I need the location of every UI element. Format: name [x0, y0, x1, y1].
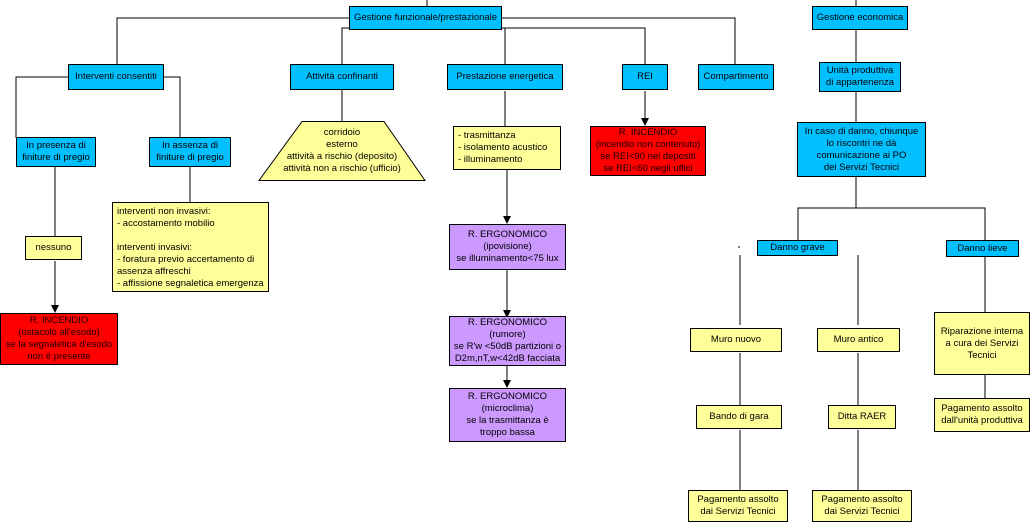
- node-muro-nuovo: Muro nuovo: [690, 328, 782, 352]
- connector-line: [500, 27, 646, 64]
- connector-line: [855, 176, 986, 240]
- node-ditta: Ditta RAER: [828, 405, 896, 429]
- node-gestione-economica: Gestione economica: [812, 6, 908, 30]
- node-ergo-microclima: R. ERGONOMICO (microclima) se la trasmit…: [449, 388, 566, 442]
- node-corridoio: corridoio esterno attività a rischio (de…: [258, 121, 426, 181]
- node-rei: REI: [622, 64, 668, 90]
- node-ergo-ipovisione: R. ERGONOMICO (ipovisione) se illuminame…: [449, 224, 566, 270]
- node-unita-produttiva: Unità produttiva di appartenenza: [819, 62, 901, 92]
- node-ergo-rumore: R. ERGONOMICO (rumore) se R'w <50dB part…: [449, 316, 566, 366]
- node-in-assenza: In assenza di finiture di pregio: [149, 137, 231, 167]
- node-pagamento-st-2: Pagamento assolto dai Servizi Tecnici: [812, 490, 912, 522]
- connector-line: [500, 17, 736, 64]
- arrowhead: [51, 305, 59, 313]
- connector-line: [341, 27, 350, 64]
- node-attivita-confinanti: Attività confinanti: [290, 64, 394, 90]
- node-compartimento: Compartimento: [698, 64, 774, 90]
- node-trasmittanza-list: - trasmittanza - isolamento acustico - i…: [453, 126, 561, 170]
- node-pagamento-unita: Pagamento assolto dall'unità produttiva: [934, 398, 1030, 432]
- node-danno-lieve: Danno lieve: [946, 240, 1019, 257]
- node-prestazione-energetica: Prestazione energetica: [447, 64, 563, 90]
- node-muro-antico: Muro antico: [817, 328, 900, 352]
- arrowhead: [503, 310, 511, 318]
- node-gestione-funzionale: Gestione funzionale/prestazionale: [349, 6, 502, 30]
- trapezoid-shape: [258, 121, 426, 181]
- arrowhead: [641, 118, 649, 126]
- connector-line: [15, 76, 70, 138]
- node-pagamento-st-1: Pagamento assolto dai Servizi Tecnici: [688, 490, 788, 522]
- node-interventi-consentiti: Interventi consentiti: [68, 64, 164, 90]
- connector-line: [116, 17, 350, 64]
- node-riparazione: Riparazione interna a cura dei Servizi T…: [934, 312, 1030, 375]
- connector-line: [163, 76, 181, 138]
- node-danno-grave: Danno grave: [757, 240, 838, 256]
- node-interventi-list: interventi non invasivi: - accostamento …: [112, 202, 269, 292]
- arrowhead: [503, 380, 511, 388]
- arrowhead: [503, 216, 511, 224]
- node-r-incendio-rei: R. INCENDIO (incendio non contenuto) se …: [590, 126, 706, 176]
- node-r-incendio-esodo: R. INCENDIO (ostacolo all'esodo) se la s…: [0, 313, 118, 365]
- corridoio-text: corridoio esterno attività a rischio (de…: [283, 127, 401, 174]
- node-in-presenza: In presenza di finiture di pregio: [16, 137, 96, 167]
- node-bando: Bando di gara: [696, 405, 782, 429]
- node-nessuno: nessuno: [25, 236, 82, 260]
- connector-line: [797, 176, 857, 240]
- node-caso-danno: In caso di danno, chiunque lo riscontri …: [797, 122, 926, 177]
